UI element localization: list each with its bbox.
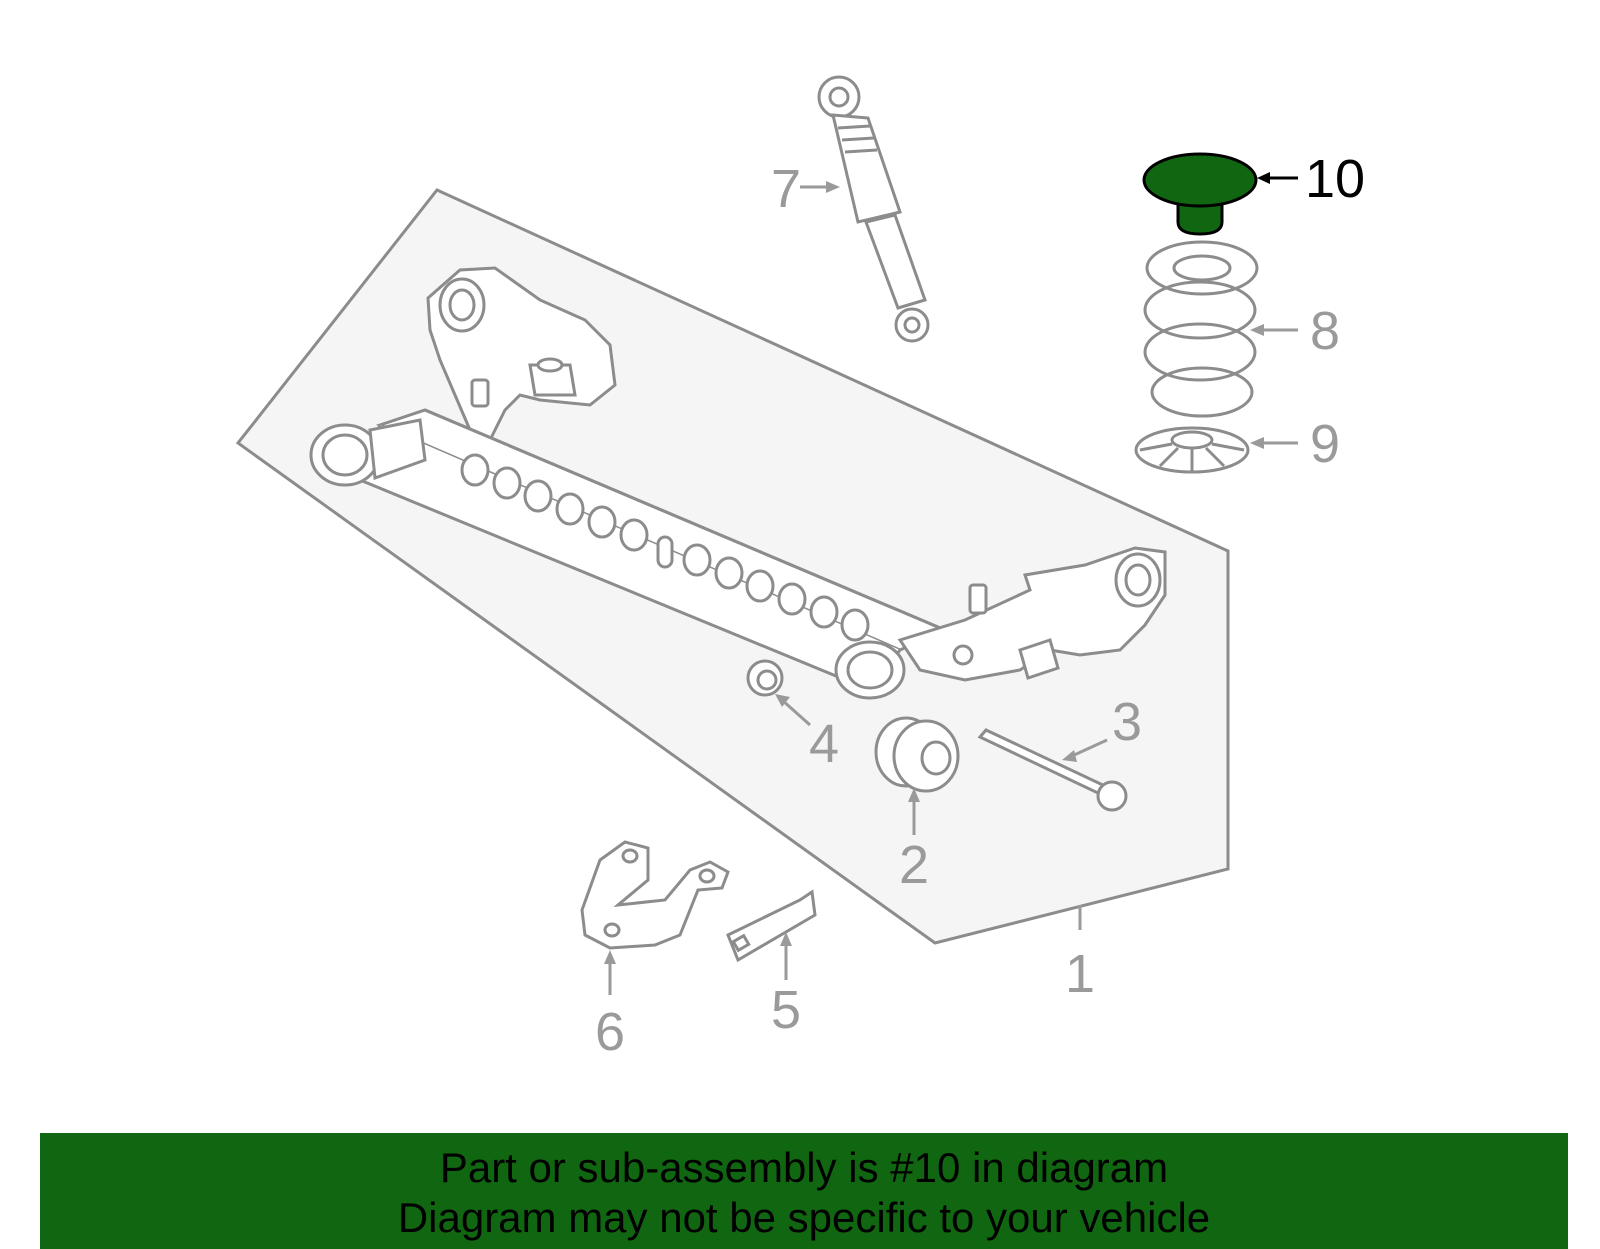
spring-seat[interactable] [1134,426,1250,474]
callout-3: 3 [1112,692,1142,752]
callout-9: 9 [1310,414,1340,474]
callout-4: 4 [809,714,839,774]
bushing[interactable] [874,716,960,793]
bracket[interactable] [580,840,730,950]
callout-5: 5 [771,980,801,1040]
callout-10: 10 [1305,149,1365,209]
bolt[interactable] [977,728,1128,812]
spring-insulator-highlighted[interactable] [1142,152,1258,236]
leader-lines [604,172,1298,995]
footer-banner: Part or sub-assembly is #10 in diagram D… [40,1133,1568,1249]
callout-2: 2 [899,835,929,895]
callout-8: 8 [1310,301,1340,361]
footer-line-1: Part or sub-assembly is #10 in diagram [439,1144,1169,1191]
rear-axle-beam[interactable] [309,266,1167,700]
callout-1: 1 [1065,944,1095,1004]
clip-plate[interactable] [726,889,817,963]
callout-6: 6 [595,1002,625,1062]
callout-7: 7 [771,159,801,219]
coil-spring[interactable] [1143,240,1259,418]
footer-line-2: Diagram may not be specific to your vehi… [397,1194,1211,1241]
shock-absorber[interactable] [817,75,930,343]
nut[interactable] [746,659,784,697]
